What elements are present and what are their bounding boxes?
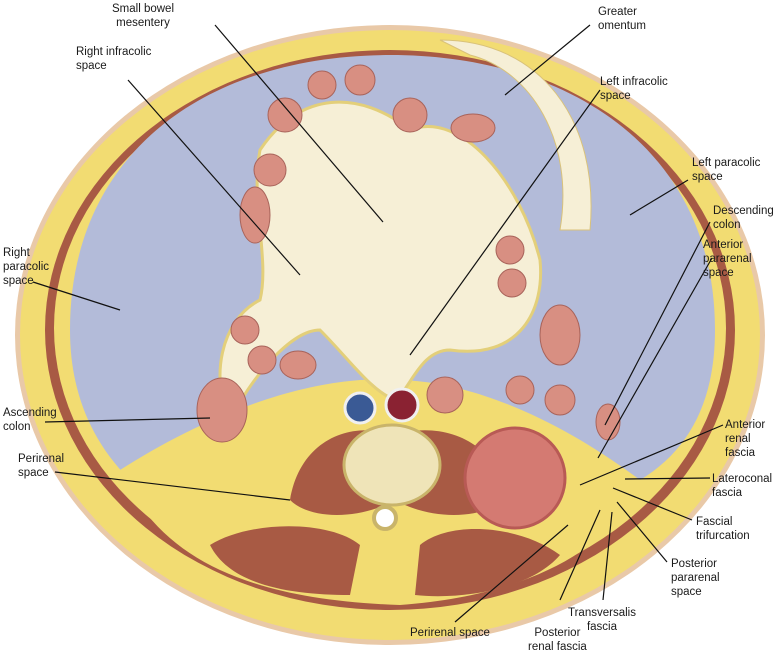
label-posterior-renal-fascia: Posterior renal fascia (528, 627, 587, 653)
label-small-bowel-mesentery: Small bowel mesentery (112, 3, 174, 29)
leader-lines (32, 24, 724, 623)
label-transversalis-fascia: Transversalis fascia (568, 607, 636, 633)
label-perirenal-space-left: Perirenal space (18, 453, 65, 479)
label-left-paracolic-space: Left paracolic space (692, 157, 761, 183)
ivc-vessel (343, 391, 377, 425)
aorta-vessel (384, 387, 420, 423)
label-greater-omentum: Greater omentum (598, 6, 646, 32)
vertebral-body (342, 423, 442, 507)
label-perirenal-space-bottom: Perirenal space (410, 627, 490, 639)
label-left-infracolic-space: Left infracolic space (600, 76, 668, 102)
label-ascending-colon: Ascending colon (3, 407, 57, 433)
label-descending-colon: Descending colon (713, 205, 774, 231)
greater-omentum-shape (439, 39, 592, 231)
spinal-canal (372, 505, 398, 531)
label-right-paracolic-space: Right paracolic space (3, 247, 50, 287)
label-anterior-renal-fascia: Anterior renal fascia (725, 419, 766, 459)
label-posterior-pararenal-space: Posterior pararenal space (671, 558, 720, 598)
label-anterior-pararenal-space: Anterior pararenal space (703, 239, 752, 279)
label-lateroconal-fascia: Lateroconal fascia (712, 473, 773, 499)
left-kidney (463, 426, 567, 530)
label-right-infracolic-space: Right infracolic space (76, 46, 152, 72)
small-bowel-loops (196, 64, 621, 443)
label-fascial-trifurcation: Fascial trifurcation (696, 516, 750, 542)
paraspinal-muscles (210, 526, 560, 597)
